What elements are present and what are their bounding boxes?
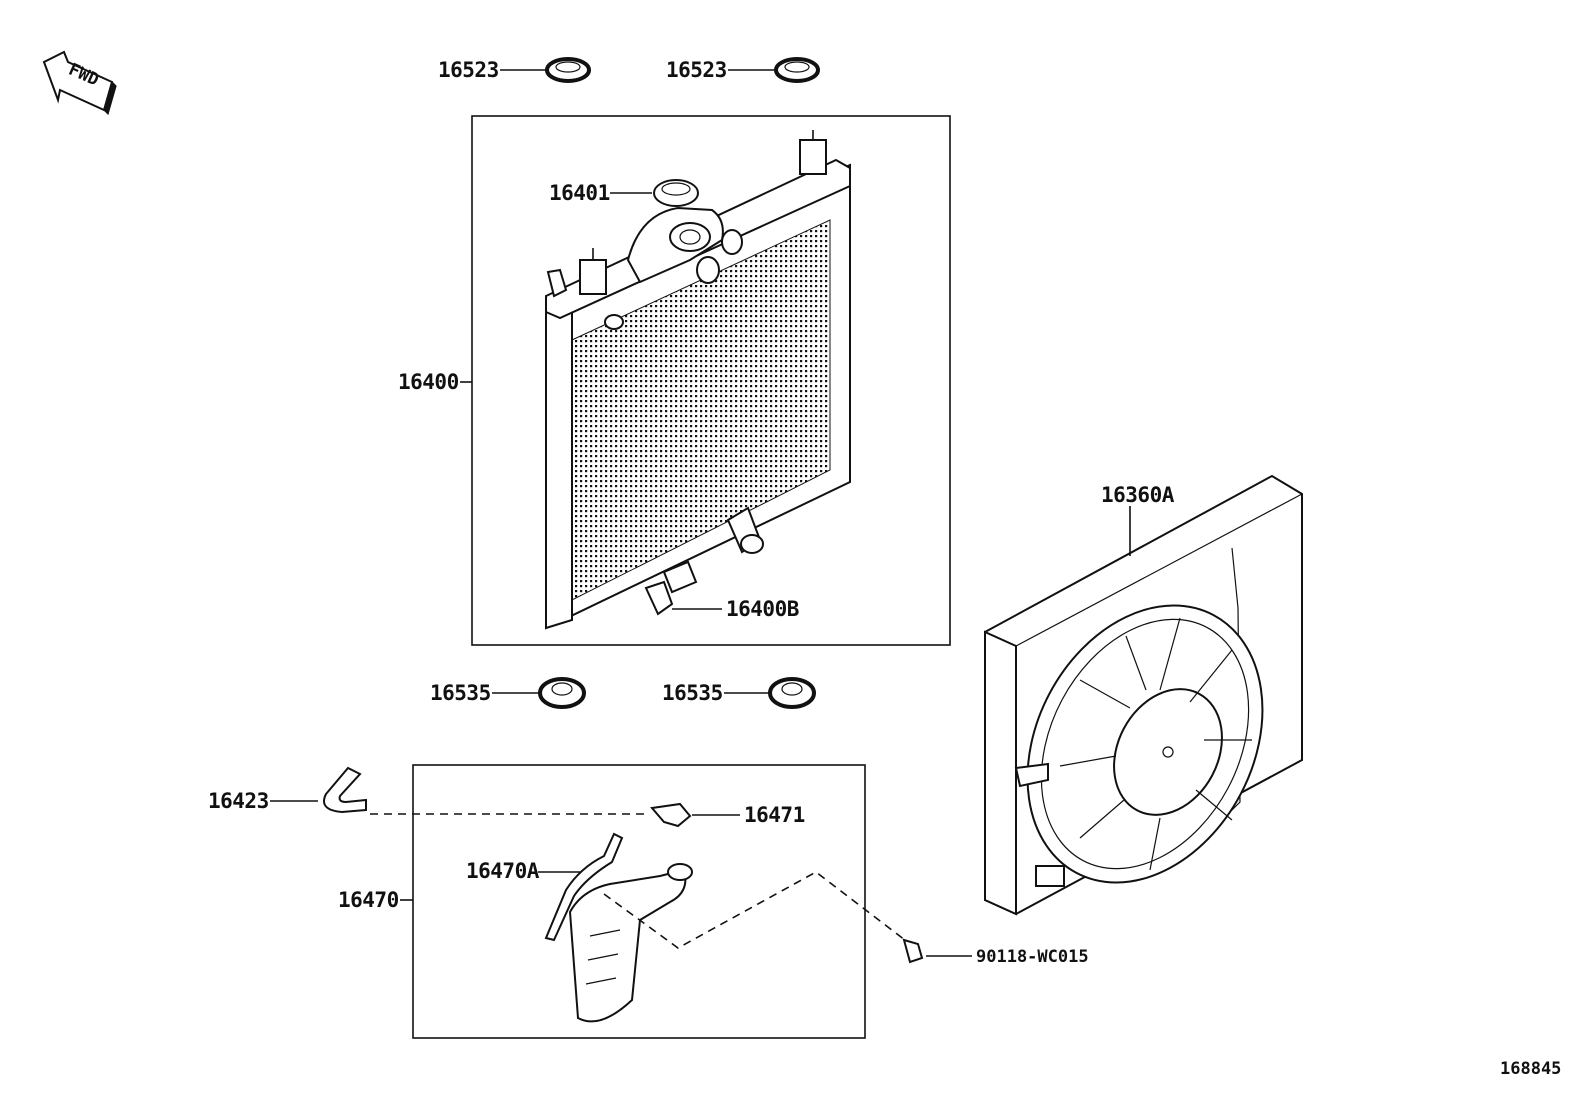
label-lower-cushion-right: 16535 bbox=[662, 681, 723, 705]
reservoir-hose: 16470A bbox=[466, 832, 624, 942]
reservoir-tank: 16470 bbox=[338, 863, 693, 1023]
fan-shroud-assembly: 16360A bbox=[984, 474, 1303, 916]
radiator-cap: 16401 bbox=[549, 179, 699, 207]
lower-cushion-left: 16535 bbox=[430, 677, 586, 709]
cap-seal-right: 16523 bbox=[666, 57, 820, 83]
reservoir-cap: 16471 bbox=[650, 802, 805, 828]
label-radiator-assy: 16400 bbox=[398, 370, 459, 394]
reservoir-group-frame bbox=[412, 764, 866, 1039]
label-cap-seal-right: 16523 bbox=[666, 58, 727, 82]
diagram-id: 168845 bbox=[1500, 1059, 1561, 1079]
label-radiator-cap: 16401 bbox=[549, 181, 610, 205]
label-reservoir-hose: 16470A bbox=[466, 859, 540, 883]
label-overflow-hose: 16423 bbox=[208, 789, 269, 813]
lower-cushion-right: 16535 bbox=[662, 677, 816, 709]
drain-cock: 16400B bbox=[644, 580, 799, 621]
label-lower-cushion-left: 16535 bbox=[430, 681, 491, 705]
label-cap-seal-left: 16523 bbox=[438, 58, 499, 82]
bolt: 90118-WC015 bbox=[603, 871, 1089, 967]
radiator-group-frame bbox=[471, 115, 951, 646]
label-drain-cock: 16400B bbox=[726, 597, 799, 621]
fwd-arrow-icon: FWD bbox=[42, 50, 117, 116]
radiator-label-group: 16400 bbox=[398, 370, 472, 394]
label-reservoir-assy: 16470 bbox=[338, 888, 399, 912]
cap-seal-left: 16523 bbox=[438, 57, 591, 83]
label-fan-shroud-assy: 16360A bbox=[1101, 483, 1175, 507]
radiator-assembly bbox=[545, 130, 851, 630]
label-reservoir-cap: 16471 bbox=[744, 803, 805, 827]
label-bolt: 90118-WC015 bbox=[976, 947, 1089, 967]
overflow-hose: 16423 bbox=[208, 766, 650, 815]
